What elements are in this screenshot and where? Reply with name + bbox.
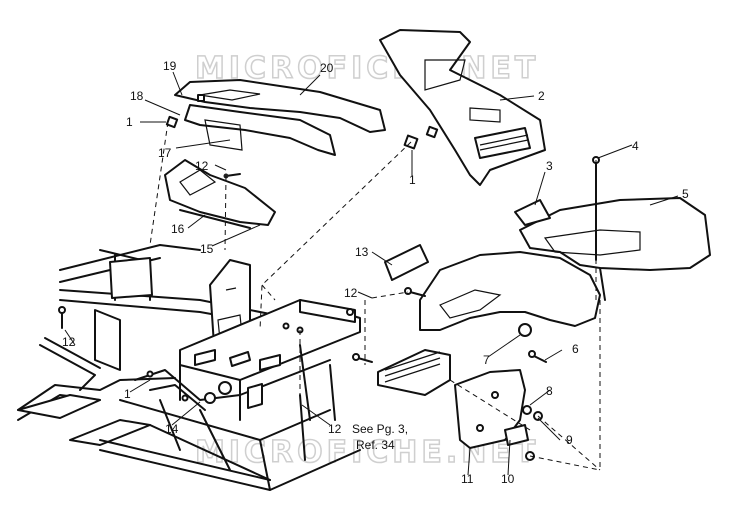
- fasteners: [58, 94, 600, 461]
- callout-18: 18: [130, 89, 144, 103]
- leader-lines: [64, 71, 679, 476]
- callout-7: 7: [483, 353, 490, 367]
- front-fender: [419, 251, 601, 337]
- callout-8: 8: [546, 384, 553, 398]
- watermark-top: MICROFICHE.NET: [195, 51, 539, 86]
- lower-panel: [164, 159, 276, 229]
- callout-12-left: 12: [62, 335, 76, 349]
- fender-decal: [384, 244, 429, 281]
- fender-washer: [518, 323, 532, 337]
- callout-10: 10: [501, 472, 515, 486]
- callout-5: 5: [682, 187, 689, 201]
- center-console: [379, 29, 546, 186]
- callout-16: 16: [171, 222, 185, 236]
- callout-1-bottom: 1: [124, 387, 131, 401]
- callout-numbers: 19 20 18 1 2 17 12 1 3 4 5 16 15 13 12 1…: [62, 59, 689, 486]
- callout-12-bottom: 12: [328, 422, 342, 436]
- callout-1-mid: 1: [409, 173, 416, 187]
- rear-decal: [514, 199, 551, 226]
- callout-11: 11: [461, 472, 474, 486]
- reference-note-line2: Ref. 34: [356, 438, 395, 452]
- callout-9: 9: [566, 433, 573, 447]
- callout-15: 15: [200, 242, 214, 256]
- callout-12-mid: 12: [344, 286, 358, 300]
- callout-13: 13: [355, 245, 369, 259]
- callout-14: 14: [165, 422, 179, 436]
- bracket: [504, 424, 529, 446]
- reference-note-line1: See Pg. 3,: [352, 422, 408, 436]
- callout-17: 17: [158, 146, 172, 160]
- callout-1-top: 1: [126, 115, 133, 129]
- step-plate: [377, 349, 451, 396]
- mud-flap: [454, 369, 529, 449]
- rear-fender: [519, 197, 711, 301]
- callout-12-top: 12: [195, 159, 209, 173]
- callout-2: 2: [538, 89, 545, 103]
- callout-6: 6: [572, 342, 579, 356]
- callout-3: 3: [546, 159, 553, 173]
- frame-assembly: [17, 244, 361, 491]
- callout-4: 4: [632, 139, 639, 153]
- callout-20: 20: [320, 61, 334, 75]
- callout-19: 19: [163, 59, 177, 73]
- reference-note: See Pg. 3, Ref. 34: [352, 422, 408, 452]
- reference-lines: [149, 121, 601, 471]
- front-cab-panel: [174, 79, 386, 156]
